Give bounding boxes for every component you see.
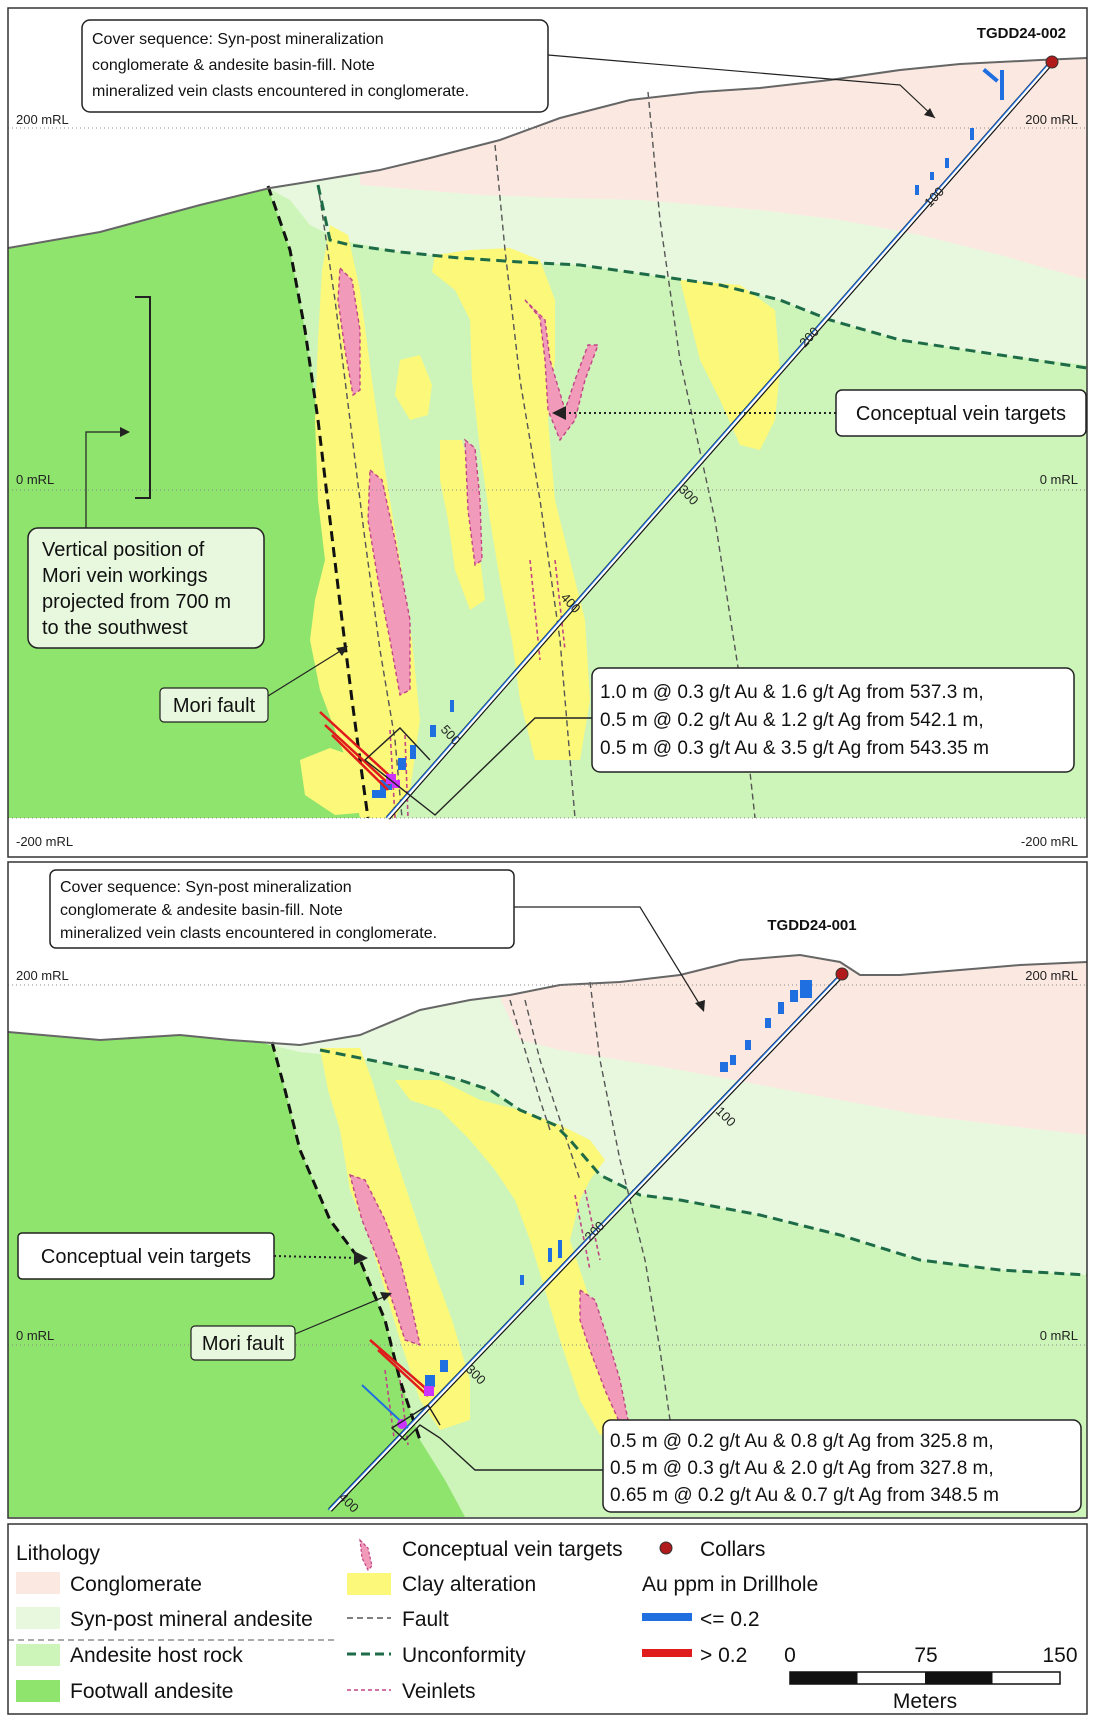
legend-au-title: Au ppm in Drillhole [642,1573,818,1596]
scale-label-0: 0 [784,1644,796,1667]
bottom-intercept-line-3: 0.65 m @ 0.2 g/t Au & 0.7 g/t Ag from 34… [610,1485,999,1506]
bottom-intercept-line-2: 0.5 m @ 0.3 g/t Au & 2.0 g/t Ag from 327… [610,1458,994,1479]
bottom-rl-0-right: 0 mRL [1040,1328,1078,1343]
legend-clay-alteration-label: Clay alteration [402,1573,536,1596]
legend-syn-post-andesite-label: Syn-post mineral andesite [70,1608,313,1631]
bottom-faults [509,981,671,1421]
top-vein-targets-label: Conceptual vein targets [856,403,1066,425]
legend-footwall-andesite-label: Footwall andesite [70,1680,233,1703]
top-cover-note-line-2: conglomerate & andesite basin-fill. Note [92,57,375,74]
top-topography-line [8,57,1087,249]
legend-au-low-label: <= 0.2 [700,1608,760,1631]
top-collar-marker [1045,55,1059,69]
top-mori-fault-label: Mori fault [173,695,256,717]
bottom-conglomerate-unit [500,955,1087,1135]
legend-collars-label: Collars [700,1538,765,1561]
bottom-au-high-bars [369,1339,431,1397]
bottom-rl-200-left: 200 mRL [16,968,69,983]
top-intercept-line-1: 1.0 m @ 0.3 g/t Au & 1.6 g/t Ag from 537… [600,682,984,703]
bottom-vein-targets-label: Conceptual vein targets [41,1246,251,1268]
scale-unit-label: Meters [893,1690,957,1713]
top-mori-workings-line-2: Mori vein workings [42,565,208,587]
legend-lithology-title: Lithology [16,1542,101,1565]
bottom-topography-line [8,953,1087,1047]
top-au-high-bars [319,711,393,791]
top-rl-m200-left: -200 mRL [16,834,73,849]
top-footwall-andesite-unit [8,188,365,818]
bottom-au-assay-bars [425,980,812,1387]
top-drillhole-trace [385,60,1054,820]
top-faults [317,91,756,818]
bottom-intercept-leader [390,1404,603,1471]
top-conglomerate-unit [360,58,1087,280]
legend-andesite-host-label: Andesite host rock [70,1644,243,1667]
bottom-intercept-markers [397,1386,434,1429]
top-rl-0-right: 0 mRL [1040,472,1078,487]
bottom-collar-marker [835,967,849,981]
legend: Lithology Conglomerate Syn-post mineral … [7,1523,1088,1715]
top-intercept-line-2: 0.5 m @ 0.2 g/t Au & 1.2 g/t Ag from 542… [600,710,984,731]
legend-conglomerate-label: Conglomerate [70,1573,202,1596]
top-cover-note-line-1: Cover sequence: Syn-post mineralization [92,31,384,48]
bottom-mori-fault-label: Mori fault [202,1333,285,1355]
bottom-mori-fault-line [270,1041,422,1441]
legend-fault-label: Fault [402,1608,449,1631]
bottom-cover-note-line-2: conglomerate & andesite basin-fill. Note [60,902,343,919]
top-mori-workings-bracket [135,296,151,499]
bottom-cover-note-leader [514,906,701,1006]
bottom-section-panel: 100 200 300 400 200 mRL 200 mRL 0 mRL 0 … [7,861,1088,1519]
bottom-hole-id: TGDD24-001 [767,917,856,934]
bottom-cover-note-line-3: mineralized vein clasts encountered in c… [60,925,437,942]
legend-veinlets-label: Veinlets [402,1680,476,1703]
bottom-intercept-line-1: 0.5 m @ 0.2 g/t Au & 0.8 g/t Ag from 325… [610,1431,994,1452]
top-intercept-leader [363,717,592,816]
top-rl-200-right: 200 mRL [1025,112,1078,127]
top-cover-note-leader [547,54,936,119]
bottom-drillhole-trace [327,973,844,1512]
top-mori-workings-line-1: Vertical position of [42,539,205,561]
legend-collar-marker [659,1541,673,1555]
top-rl-0-left: 0 mRL [16,472,54,487]
legend-au-high-label: > 0.2 [700,1644,747,1667]
bottom-rl-200-right: 200 mRL [1025,968,1078,983]
bottom-vein-targets-leader [273,1255,361,1259]
top-hole-id: TGDD24-002 [977,25,1066,42]
bottom-clay-alteration [320,1048,625,1435]
top-conceptual-vein-targets [337,266,600,697]
top-intercept-line-3: 0.5 m @ 0.3 g/t Au & 3.5 g/t Ag from 543… [600,738,989,759]
top-au-assay-bars [372,68,1004,798]
scale-label-150: 150 [1042,1644,1077,1667]
bottom-rl-0-left: 0 mRL [16,1328,54,1343]
legend-unconformity-label: Unconformity [402,1644,526,1667]
top-mori-workings-line-3: projected from 700 m [42,591,231,613]
scale-label-75: 75 [914,1644,937,1667]
top-unconformity-line [316,184,1087,370]
bottom-veinlets [384,1189,601,1446]
top-rl-m200-right: -200 mRL [1021,834,1078,849]
scale-bar: 0 75 150 Meters [784,1644,1077,1713]
top-cover-note-line-3: mineralized vein clasts encountered in c… [92,83,469,100]
top-section-panel: 100 200 300 400 500 200 mRL 200 mRL 0 mR… [7,7,1088,858]
legend-vein-targets-label: Conceptual vein targets [402,1538,623,1561]
bottom-cover-note-line-1: Cover sequence: Syn-post mineralization [60,879,352,896]
top-rl-200-left: 200 mRL [16,112,69,127]
top-mori-fault-line [266,185,370,818]
top-mori-workings-line-4: to the southwest [42,617,188,639]
bottom-unconformity-line [319,1048,1087,1277]
